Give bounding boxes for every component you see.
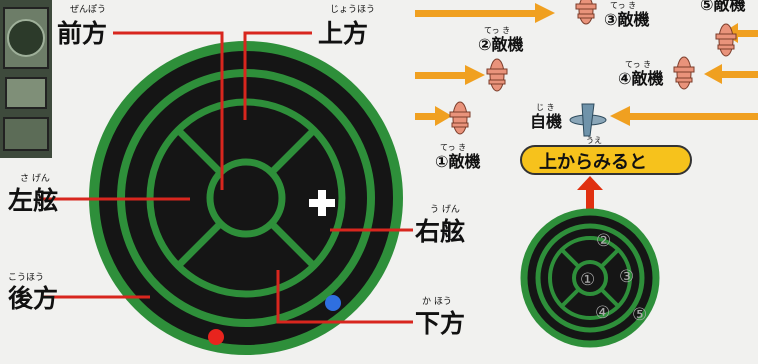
enemy-4-label: ④敵機 <box>618 69 664 88</box>
blue-dot <box>325 295 341 311</box>
label-port: 左舷 <box>8 186 58 215</box>
label-rear: 後方 <box>8 284 58 313</box>
enemy-1-ruby: てっ き <box>440 143 466 152</box>
red-up-arrow <box>577 176 603 210</box>
enemy-3-label: ③敵機 <box>604 10 650 29</box>
red-dot <box>208 329 224 345</box>
label-down: 下方 <box>415 309 465 338</box>
overhead-caption: うえ 上からみると <box>520 136 692 175</box>
own-ship-label: 自機 <box>530 112 562 131</box>
own-ship-icon <box>569 103 607 137</box>
enemy-5-aircraft-icon <box>715 23 737 57</box>
own-ship-ruby: じ き <box>536 103 555 112</box>
label-starboard-ruby: う げん <box>430 204 460 215</box>
enemy-2-aircraft-icon <box>486 58 508 92</box>
label-forward-ruby: ぜんぽう <box>70 4 106 15</box>
label-up-ruby: じょうほう <box>330 4 375 15</box>
mini-radar-num-4: ④ <box>595 303 610 323</box>
leader-lines <box>40 31 413 324</box>
label-rear-ruby: こうほう <box>8 272 44 283</box>
enemy-1-label: ①敵機 <box>435 152 481 171</box>
label-starboard: 右舷 <box>415 217 465 246</box>
mini-radar-num-2: ② <box>596 231 611 251</box>
enemy-3-ruby: てっ き <box>610 1 636 10</box>
enemy-4-aircraft-icon <box>673 56 695 90</box>
label-up: 上方 <box>318 19 368 48</box>
enemy-aircraft-icons <box>449 0 737 135</box>
enemy-2-ruby: てっ き <box>484 26 510 35</box>
caption-ruby: うえ <box>586 136 602 145</box>
enemy-5-label: ⑤敵機 <box>700 0 746 14</box>
mini-radar: ① ② ③ ④ ⑤ <box>520 208 660 348</box>
mini-radar-num-5: ⑤ <box>632 305 647 325</box>
enemy-3-aircraft-icon <box>575 0 597 25</box>
mini-radar-num-1: ① <box>580 270 595 290</box>
label-down-ruby: か ほう <box>422 296 452 307</box>
mini-radar-num-3: ③ <box>619 267 634 287</box>
caption-text: 上からみると <box>539 152 647 173</box>
game-screenshot-thumbnail <box>0 0 52 158</box>
enemy-4-ruby: てっ き <box>625 60 651 69</box>
label-port-ruby: さ げん <box>20 173 50 184</box>
enemy-1-aircraft-icon <box>449 101 471 135</box>
label-forward: 前方 <box>57 19 107 48</box>
enemy-2-label: ②敵機 <box>478 35 524 54</box>
plus-icon <box>309 190 335 216</box>
